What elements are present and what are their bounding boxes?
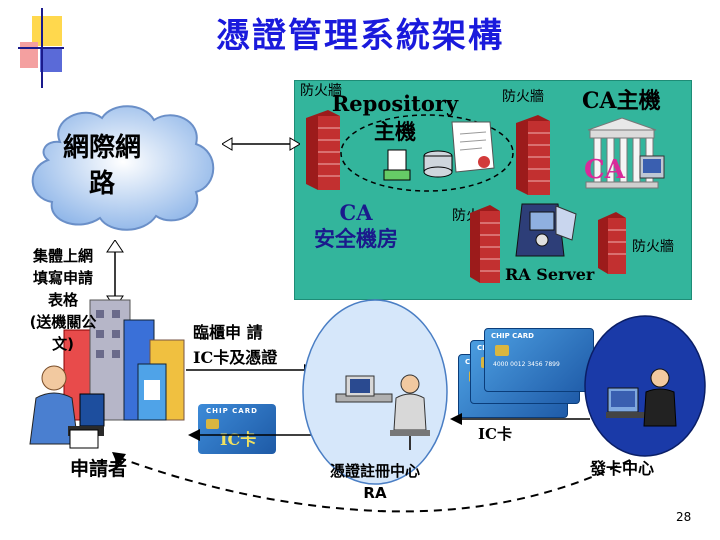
repository-host-label: Repository 主機: [330, 90, 460, 146]
svg-text:CA: CA: [584, 155, 626, 185]
firewall-label-ra-right: 防火牆: [632, 239, 674, 255]
ra-server-label: RA Server: [505, 265, 595, 284]
internet-cloud-icon: [31, 105, 215, 231]
repository-server-icon: [383, 149, 453, 181]
ra-center-line2: RA: [363, 484, 387, 502]
ca-secure-room-label: CA 安全機房: [314, 200, 398, 252]
corner-decoration: [18, 8, 64, 88]
counter-apply-label: 臨櫃申 請 IC卡及憑證: [193, 320, 277, 370]
online-apply-label: 集體上網 填寫申請 表格 (送機關公 文): [18, 245, 108, 355]
firewall-label-ca-host: 防火牆: [502, 89, 544, 105]
applicant-person-icon: [29, 365, 105, 449]
corner-square-blue: [40, 48, 62, 72]
firewall-label-repository: 防火牆: [300, 83, 342, 99]
corner-square-pink: [20, 42, 38, 68]
internet-line1: 網際網: [62, 133, 141, 163]
firewall-icon: [598, 212, 626, 274]
counter-apply-line2: IC卡及憑證: [193, 348, 278, 367]
online-apply-line: (送機關公: [29, 313, 97, 331]
ra-server-icon: [515, 203, 577, 257]
page-title: 憑證管理系統架構: [216, 16, 504, 56]
online-apply-line: 集體上網: [32, 247, 93, 265]
counter-apply-line1: 臨櫃申 請: [193, 323, 263, 342]
firewall-icon: [470, 205, 500, 283]
ra-operator-icon: [335, 374, 430, 450]
ra-center-label: 憑證註冊中心 RA: [305, 460, 445, 504]
repository-label-line2: 主機: [374, 119, 416, 144]
online-apply-line: 填寫申請: [32, 269, 93, 287]
internet-to-ca-arrow: [222, 137, 300, 151]
stack-card-header: CHIP CARD: [491, 332, 534, 340]
ca-building-icon: CA: [584, 117, 665, 189]
firewall-icon: [306, 110, 340, 190]
issue-center-label: 發卡中心: [590, 459, 655, 478]
ic-card-return-arrow: [188, 429, 316, 441]
ca-room-line2: 安全機房: [314, 226, 398, 251]
page-number: 28: [676, 510, 692, 524]
repository-boundary: [340, 114, 514, 192]
certificate-scroll-icon: [451, 121, 495, 173]
internet-label: 網際網 路: [52, 130, 152, 202]
internet-line2: 路: [88, 169, 115, 199]
repository-label-line1: Repository: [331, 91, 459, 116]
firewall-icon: [516, 115, 550, 195]
ra-center-line1: 憑證註冊中心: [329, 462, 420, 480]
online-apply-line: 文): [52, 335, 74, 353]
issue-center-operator-icon: [606, 368, 677, 427]
office-buildings-icon: [63, 299, 185, 421]
ca-room-line1: CA: [339, 200, 373, 225]
counter-apply-arrow: [186, 364, 316, 376]
applicant-label: 申請者: [70, 458, 128, 480]
stack-card-number: 4000 0012 3456 7899: [493, 361, 560, 368]
card-delivery-path: [112, 452, 631, 513]
stack-card: CHIP CARD 4000 0012 3456 7899: [484, 328, 594, 392]
ca-host-label: CA主機: [582, 88, 661, 114]
ic-card-transfer-arrow: [450, 413, 590, 425]
ic-card-header: CHIP CARD: [206, 407, 258, 415]
ic-card-transfer-label: IC卡: [478, 425, 512, 443]
online-apply-line: 表格: [47, 291, 78, 309]
ic-card-chip: [206, 419, 219, 429]
corner-square-yellow: [32, 16, 62, 46]
